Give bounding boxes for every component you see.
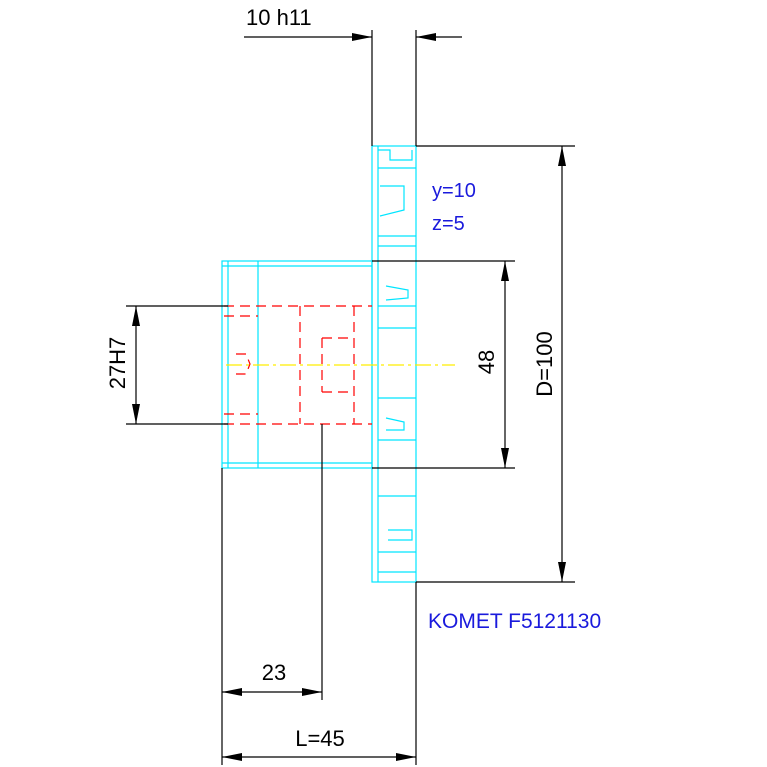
- outer-diameter-label: D=100: [532, 331, 557, 396]
- cutter-body-outline: [221, 145, 417, 583]
- product-label: KOMET F5121130: [428, 610, 601, 633]
- dimension-lines: [126, 30, 575, 765]
- tooth-slots: [378, 149, 416, 573]
- dimension-arrows: [132, 33, 566, 761]
- param-z-label: z=5: [432, 213, 465, 235]
- hub-offset-label: 23: [262, 660, 286, 685]
- param-y-label: y=10: [432, 180, 476, 202]
- length-label: L=45: [295, 726, 345, 751]
- hub-diameter-label: 48: [474, 350, 499, 374]
- bore-diameter-label: 27H7: [105, 337, 130, 390]
- hidden-bore-lines: [224, 305, 372, 425]
- slot-width-label: 10 h11: [246, 5, 312, 30]
- cutter-disk-outline: [371, 145, 417, 583]
